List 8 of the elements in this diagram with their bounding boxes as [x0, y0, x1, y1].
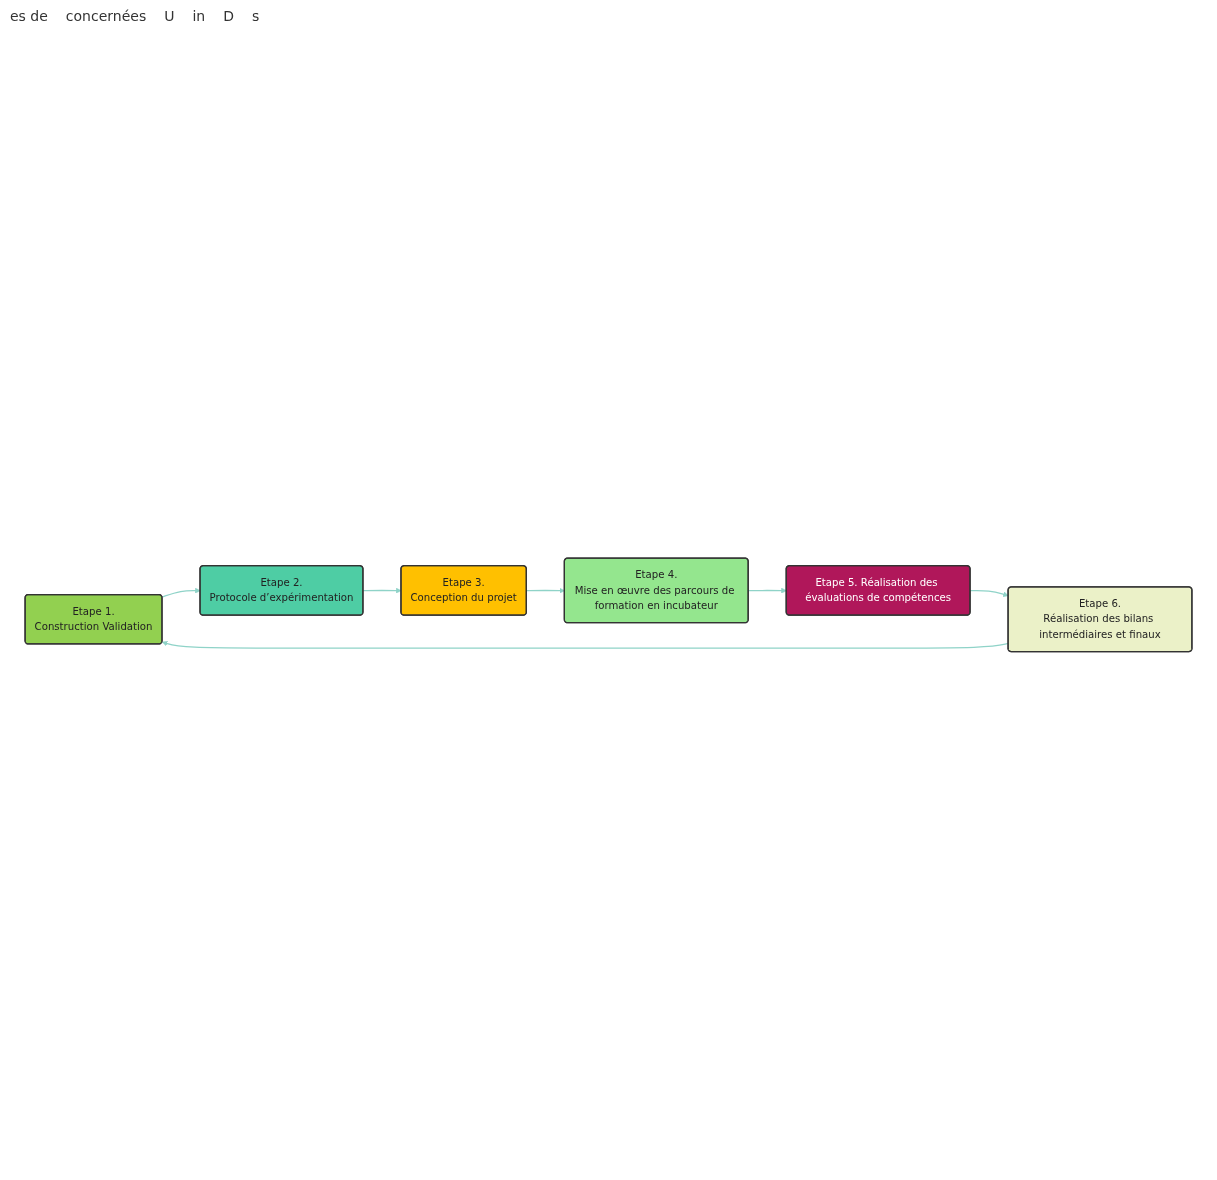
text-fragment: U: [164, 8, 175, 24]
text-fragment: concernées: [65, 8, 147, 24]
text-fragment: s: [252, 8, 260, 24]
text-fragment: in: [192, 8, 206, 24]
text-fragment: D: [223, 8, 234, 24]
arrow: [161, 588, 201, 598]
text-fragment: es de: [10, 8, 48, 24]
arrow: [526, 588, 565, 594]
